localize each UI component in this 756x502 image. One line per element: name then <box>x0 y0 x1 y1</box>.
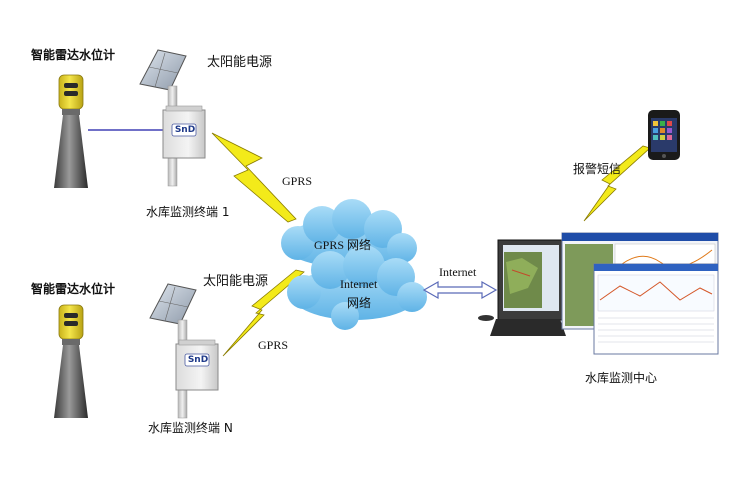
mobile-phone <box>648 110 680 160</box>
monitoring-terminal-box-top <box>162 105 206 159</box>
internet-network-cloud <box>287 245 427 330</box>
solar-panel-top <box>139 49 187 91</box>
radar-sensor-label-top: 智能雷达水位计 <box>31 48 116 62</box>
internet-link-arrow <box>422 280 498 300</box>
gprs-label-bottom: GPRS <box>258 338 289 352</box>
alarm-sms-label: 报警短信 <box>573 162 622 176</box>
gprs-network-label: GPRS 网络 <box>314 238 372 252</box>
internet-link-label: Internet <box>439 265 477 279</box>
solar-power-label-top: 太阳能电源 <box>207 55 273 70</box>
radar-level-sensor-top <box>54 74 88 188</box>
gprs-label-top: GPRS <box>282 174 313 188</box>
monitoring-center-label: 水库监测中心 <box>585 371 658 385</box>
monitoring-center-computer <box>478 232 719 355</box>
radar-level-sensor-bottom <box>54 304 88 418</box>
internet-network-label-1: Internet <box>340 277 378 291</box>
terminal-label-top: 水库监测终端 1 <box>146 205 230 219</box>
internet-network-label-2: 网络 <box>347 296 372 310</box>
gprs-lightning-top <box>211 132 297 223</box>
solar-panel-bottom <box>149 283 197 325</box>
terminal-logo-top: SnD <box>174 125 196 135</box>
solar-power-label-bottom: 太阳能电源 <box>203 274 269 289</box>
terminal-label-bottom: 水库监测终端 N <box>148 421 233 435</box>
gprs-lightning-bottom <box>222 269 305 357</box>
terminal-logo-bottom: SnD <box>187 355 209 365</box>
radar-sensor-label-bottom: 智能雷达水位计 <box>31 282 116 296</box>
monitoring-terminal-box-bottom <box>175 339 219 391</box>
sms-lightning <box>583 145 651 222</box>
